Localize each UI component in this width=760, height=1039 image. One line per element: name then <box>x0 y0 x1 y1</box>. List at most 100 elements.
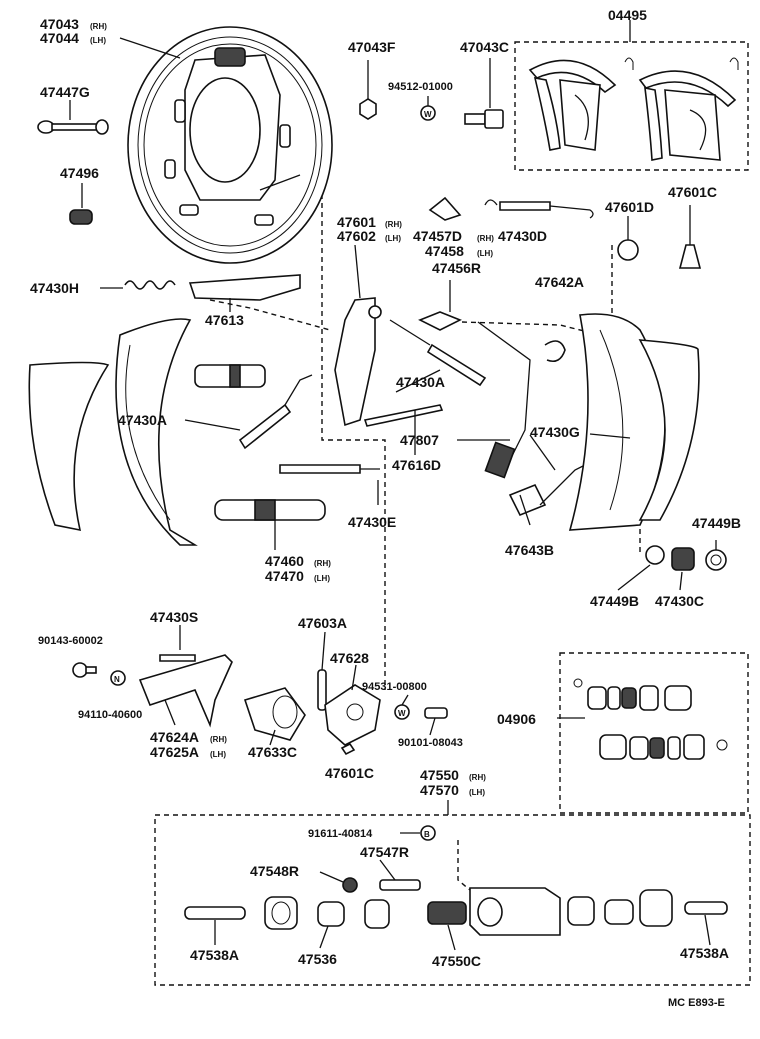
label-47633C: 47633C <box>248 744 297 760</box>
bolt-47043C <box>464 58 504 129</box>
piston-47536 <box>317 901 345 927</box>
label-47624A-rh: (RH) <box>210 735 227 744</box>
nut-glyph: N <box>114 675 120 684</box>
strut-47456R <box>418 280 462 331</box>
label-47601D: 47601D <box>605 199 654 215</box>
bolt-90143 <box>72 662 97 678</box>
washer-94512: W <box>420 96 436 121</box>
spring-47430C <box>671 547 695 571</box>
label-47460-rh: (RH) <box>314 559 331 568</box>
wheel-cylinder-box <box>154 814 751 986</box>
nut-94110: N <box>110 670 126 686</box>
label-47550C: 47550C <box>432 953 481 969</box>
label-47430C: 47430C <box>655 593 704 609</box>
spring-47550C <box>427 901 467 925</box>
label-47602-lh: (LH) <box>385 234 401 243</box>
assembly-dashed-line <box>300 179 386 690</box>
label-47458-lh: (LH) <box>477 249 493 258</box>
label-90101: 90101-08043 <box>398 737 463 749</box>
bolt-glyph: B <box>424 830 430 839</box>
brake-lining-right <box>638 339 700 521</box>
cable-47807 <box>477 321 531 479</box>
label-47430G: 47430G <box>530 424 580 440</box>
label-47807: 47807 <box>400 432 439 448</box>
shoe-set <box>528 57 739 161</box>
bleeder-47547R <box>379 879 421 891</box>
label-04495: 04495 <box>608 7 647 23</box>
label-47449B-top: 47449B <box>692 515 741 531</box>
label-47547R: 47547R <box>360 844 409 860</box>
leader-lines <box>69 20 717 951</box>
label-47470-lh: (LH) <box>314 574 330 583</box>
label-47602: 47602 <box>337 228 376 244</box>
adjuster-47460 <box>214 499 326 550</box>
spring-47430A-left <box>238 374 313 450</box>
spring-47642A <box>544 340 566 363</box>
spring-47430H <box>100 280 176 290</box>
footer-code: MC E893-E <box>668 997 725 1009</box>
label-47458: 47458 <box>425 243 464 259</box>
pin-47603A <box>317 669 327 711</box>
clip-47601C-lower <box>340 742 356 756</box>
backing-plate <box>127 26 333 264</box>
spring-47430G <box>539 464 586 506</box>
label-47550: 47550 <box>420 767 459 783</box>
nut-47496 <box>69 183 93 225</box>
wheel-cylinder-47430A <box>194 364 266 388</box>
label-47548R: 47548R <box>250 863 299 879</box>
strut-47616D <box>363 404 444 455</box>
label-47601-rh: (RH) <box>385 220 402 229</box>
label-47538A-left: 47538A <box>190 947 239 963</box>
adjuster-cap-47601D <box>617 216 639 261</box>
label-90143: 90143-60002 <box>38 635 103 647</box>
label-47044: 47044 <box>40 30 79 46</box>
washer-94531: W <box>394 704 410 720</box>
label-47570: 47570 <box>420 782 459 798</box>
label-47601C-lower: 47601C <box>325 765 374 781</box>
bracket-47628 <box>324 684 381 746</box>
label-47043F: 47043F <box>348 39 396 55</box>
brake-shoe-left <box>115 318 198 546</box>
label-47449B: 47449B <box>590 593 639 609</box>
bellcrank-47624A <box>138 654 233 728</box>
label-47043C: 47043C <box>460 39 509 55</box>
label-47460: 47460 <box>265 553 304 569</box>
label-47430A-left: 47430A <box>118 412 167 428</box>
label-47536: 47536 <box>298 951 337 967</box>
label-47496: 47496 <box>60 165 99 181</box>
label-47457D: 47457D <box>413 228 462 244</box>
assembly-dashed-line-4 <box>461 321 601 336</box>
label-47613: 47613 <box>205 312 244 328</box>
label-47447G: 47447G <box>40 84 90 100</box>
label-47430D: 47430D <box>498 228 547 244</box>
label-47642A: 47642A <box>535 274 584 290</box>
label-47570-lh: (LH) <box>469 788 485 797</box>
label-47628: 47628 <box>330 650 369 666</box>
label-47430E: 47430E <box>348 514 396 530</box>
spring-47430S <box>159 654 196 662</box>
label-47624A: 47624A <box>150 729 199 745</box>
piston-47538A-right <box>684 901 728 915</box>
label-91611: 91611-40814 <box>308 828 373 840</box>
washer-47449B-right <box>705 549 727 571</box>
label-47470: 47470 <box>265 568 304 584</box>
piston-right <box>604 899 634 925</box>
shoe-kit-box-04495 <box>514 41 749 171</box>
bolt-90101 <box>424 707 448 719</box>
clip-47601C <box>678 205 702 269</box>
label-04906: 04906 <box>497 711 536 727</box>
label-47601C: 47601C <box>668 184 717 200</box>
bolt-91611: B <box>420 825 436 841</box>
label-47550-rh: (RH) <box>469 773 486 782</box>
pin-47447G <box>37 119 109 135</box>
clip-47457D <box>428 196 462 221</box>
boot-47633C <box>243 687 306 741</box>
washer-glyph: W <box>424 110 432 119</box>
assembly-dashed-line-3 <box>209 299 331 331</box>
boot-right <box>639 889 673 927</box>
washer-47449B <box>645 545 665 565</box>
label-47456R: 47456R <box>432 260 481 276</box>
label-47457D-rh: (RH) <box>477 234 494 243</box>
